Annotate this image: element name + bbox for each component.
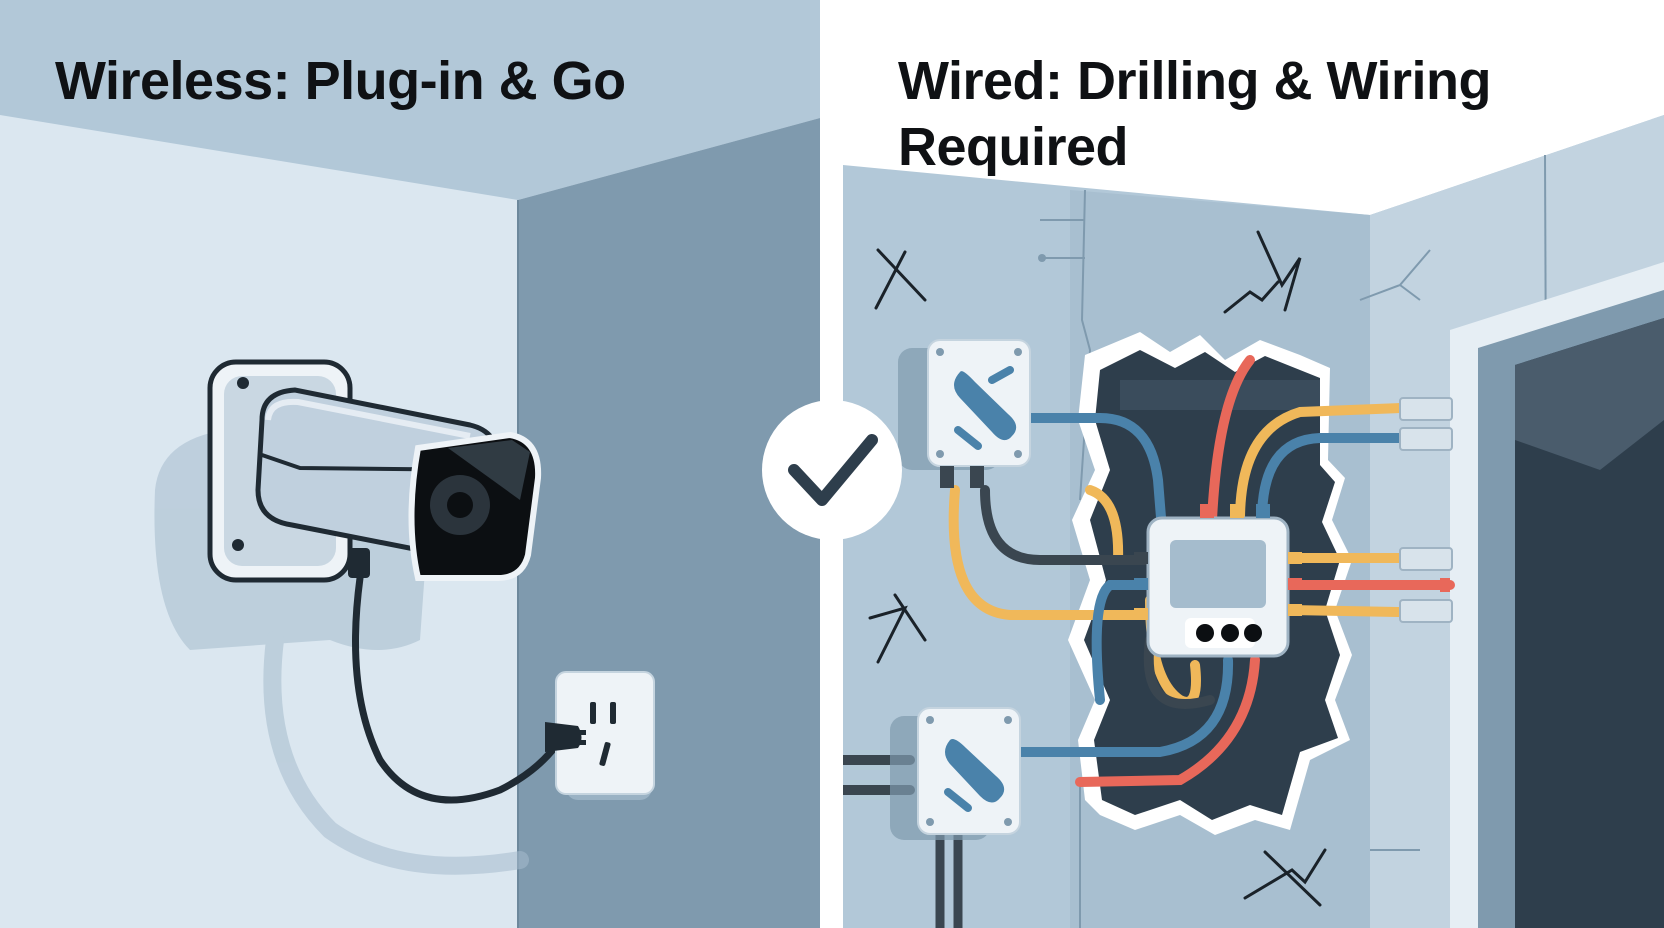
control-module-icon [1134, 504, 1302, 658]
wall-outlet-icon [545, 671, 655, 800]
wire-connectors [1399, 397, 1453, 623]
checkmark-icon [762, 400, 902, 540]
junction-box-lower-icon [890, 707, 1021, 840]
wall-crack-icon [868, 230, 1327, 907]
wiring-bundle [838, 355, 1455, 928]
power-cord-icon [545, 722, 586, 752]
doorway-icon [1450, 262, 1664, 928]
wall-mounted-camera-icon [207, 359, 564, 804]
wired-title: Wired: Drilling & Wiring Required [898, 51, 1492, 177]
junction-box-wrench-icon [898, 339, 1031, 488]
wireless-title: Wireless: Plug-in & Go [55, 51, 626, 111]
